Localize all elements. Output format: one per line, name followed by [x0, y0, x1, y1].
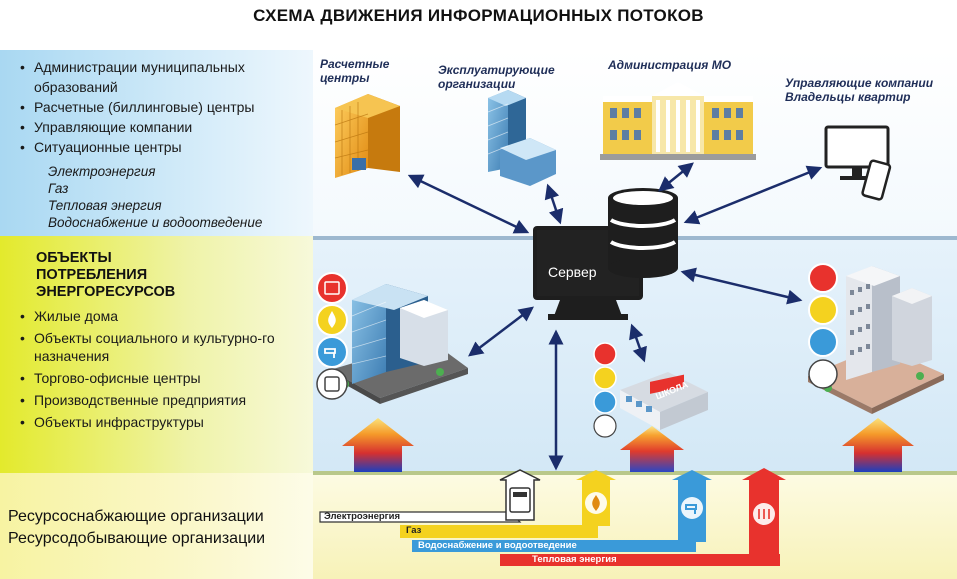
- heat-flow-arrow-middle: [620, 426, 684, 472]
- page-title: СХЕМА ДВИЖЕНИЯ ИНФОРМАЦИОННЫХ ПОТОКОВ: [253, 6, 704, 25]
- resource-bands: [319, 511, 780, 566]
- monitor-icon: [824, 125, 890, 180]
- operating-orgs-building-icon: [487, 90, 556, 186]
- arrow-admin-server: [658, 162, 694, 192]
- admin-mo-building-icon: [600, 82, 756, 160]
- resource-item: Тепловая энергия: [48, 198, 162, 213]
- management-list: Администрации муниципальных образований …: [14, 57, 309, 157]
- arrow-calc-server: [407, 174, 530, 234]
- supplier-line: Ресурсодобывающие организации: [8, 530, 266, 547]
- arrow-management-server: [683, 165, 823, 225]
- heading-line: ОБЪЕКТЫ: [36, 250, 112, 266]
- band-label-electricity: Электроэнергия: [324, 511, 401, 522]
- resource-list: Электроэнергия Газ Тепловая энергия Водо…: [48, 163, 262, 231]
- label-line: Эксплуатирующие: [438, 63, 555, 77]
- heading-line: ПОТРЕБЛЕНИЯ: [36, 267, 148, 283]
- divider-bottom: [313, 471, 957, 475]
- band-label-water: Водоснабжение и водоотведение: [418, 540, 577, 551]
- supplier-orgs: Ресурсоснабжающие организации Ресурсодоб…: [8, 506, 265, 550]
- label-line: Расчетные: [320, 57, 390, 71]
- calc-centers-building-icon: [334, 94, 400, 178]
- school-meter-icons: [593, 342, 617, 438]
- arrow-server-highrise: [680, 267, 803, 305]
- arrow-server-school: [629, 323, 647, 363]
- list-item: Управляющие компании: [14, 117, 309, 137]
- band-label-heat: Тепловая энергия: [532, 554, 617, 565]
- highrise-meter-icons: [808, 263, 838, 389]
- smartphone-icon: [861, 159, 892, 201]
- label-line: Администрация МО: [608, 58, 732, 72]
- management-label: Управляющие компании Владельцы квартир: [785, 76, 933, 104]
- server-label: Сервер: [548, 264, 597, 280]
- highrise-complex-icon: [808, 266, 944, 414]
- list-item: Производственные предприятия: [14, 391, 306, 409]
- admin-mo-label: Администрация МО: [608, 58, 731, 72]
- label-line: центры: [320, 71, 370, 85]
- band-label-gas: Газ: [406, 525, 422, 536]
- heat-flow-arrow-left: [342, 418, 414, 472]
- list-item: Жилые дома: [14, 307, 306, 325]
- electricity-up-arrow: [499, 469, 541, 521]
- consumers-list: Жилые дома Объекты социального и культур…: [14, 307, 306, 431]
- school-building-icon: ШКОЛА: [620, 372, 708, 430]
- consumers-heading: ОБЪЕКТЫ ПОТРЕБЛЕНИЯ ЭНЕРГОРЕСУРСОВ: [36, 250, 236, 301]
- operating-orgs-label: Эксплуатирующие организации: [438, 63, 555, 91]
- label-line: Владельцы квартир: [785, 90, 911, 104]
- label-line: организации: [438, 77, 516, 91]
- resource-item: Электроэнергия: [48, 164, 156, 179]
- calc-centers-label: Расчетные центры: [320, 57, 389, 85]
- heat-up-arrow: [742, 468, 786, 556]
- list-item: Объекты инфраструктуры: [14, 413, 306, 431]
- heading-line: ЭНЕРГОРЕСУРСОВ: [36, 284, 176, 300]
- resource-item: Газ: [48, 181, 69, 196]
- list-item: Ситуационные центры: [14, 137, 309, 157]
- label-line: Управляющие компании: [785, 76, 934, 90]
- list-item: Администрации муниципальных образований: [14, 57, 309, 97]
- database-icon: [608, 188, 678, 278]
- water-up-arrow: [672, 470, 712, 542]
- list-item: Расчетные (биллинговые) центры: [14, 97, 309, 117]
- residential-complex-icon: [330, 284, 468, 404]
- resource-item: Водоснабжение и водоотведение: [48, 215, 263, 230]
- residential-meter-icons: [316, 272, 348, 400]
- gas-up-arrow: [576, 470, 616, 526]
- arrow-operating-server: [544, 183, 564, 225]
- list-item: Торгово-офисные центры: [14, 369, 306, 387]
- arrow-server-residential: [468, 306, 534, 357]
- list-item: Объекты социального и культурно-го назна…: [14, 329, 306, 365]
- supplier-line: Ресурсоснабжающие организации: [8, 508, 264, 525]
- heat-flow-arrow-right: [842, 418, 914, 472]
- left-bottom-panel: [0, 473, 313, 579]
